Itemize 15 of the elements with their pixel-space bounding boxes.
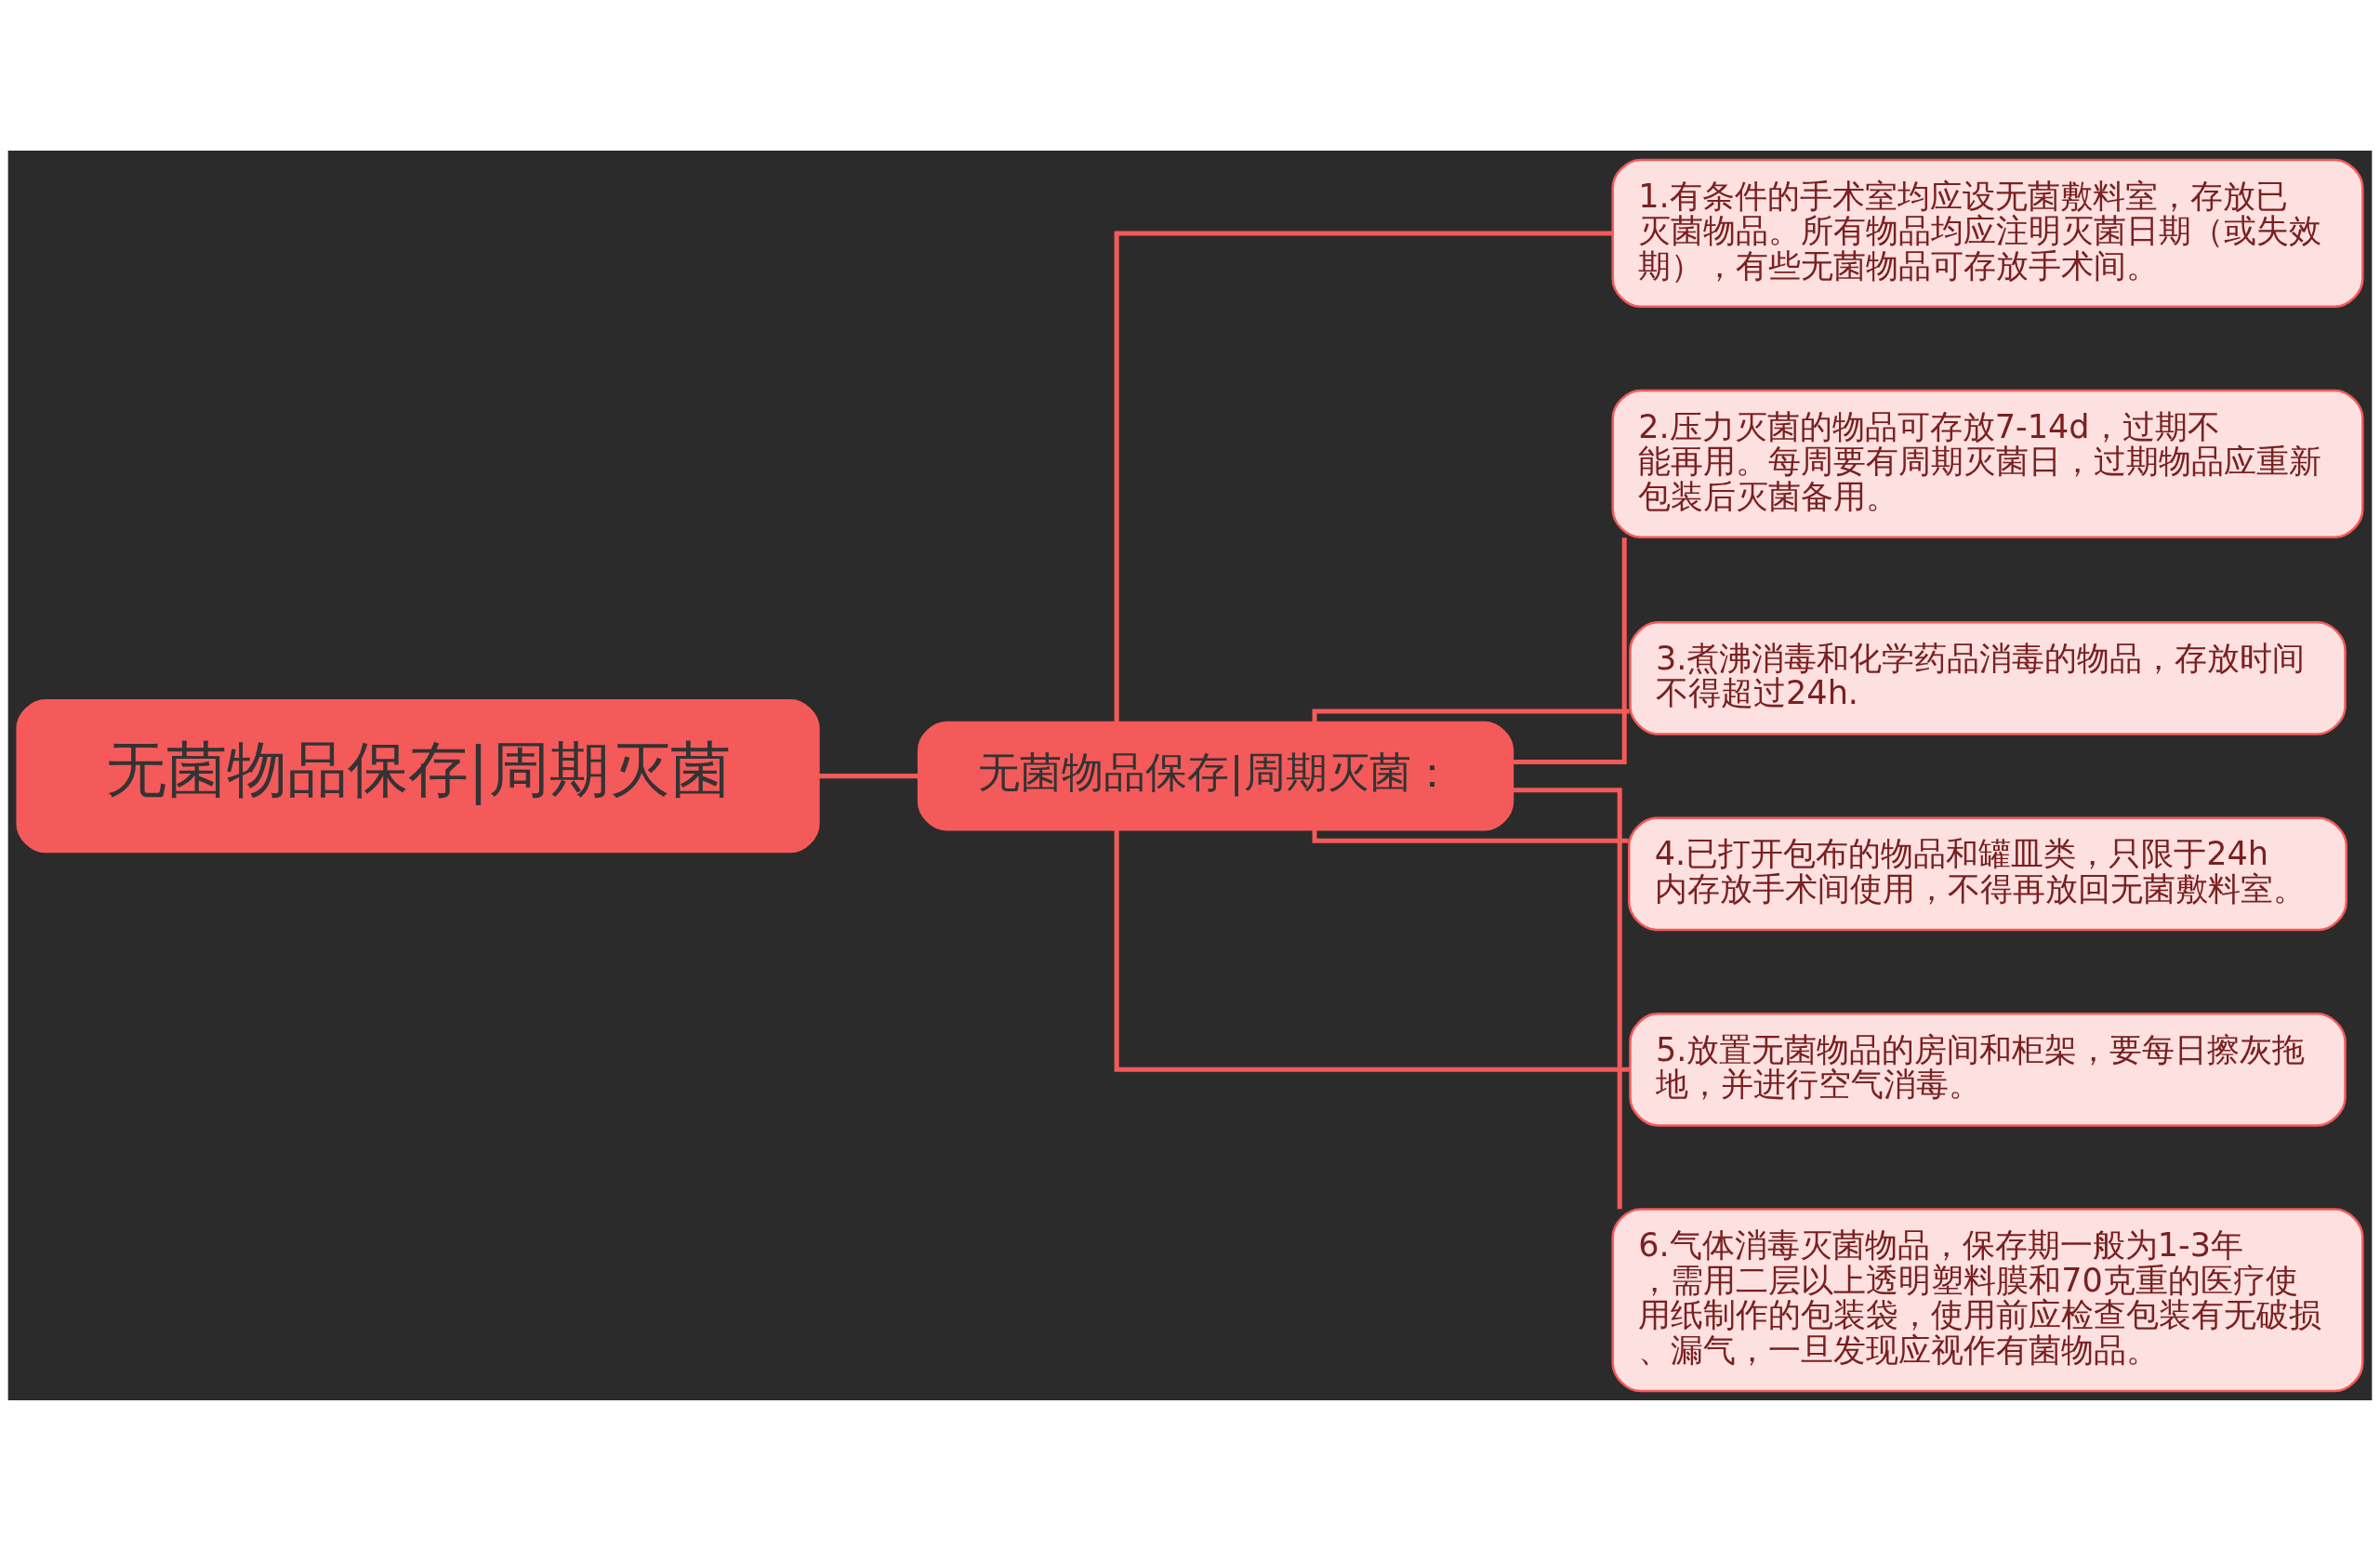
node-box: 无菌物品保存|周期灭菌: [16, 698, 820, 853]
node-box: 3.煮沸消毒和化学药品消毒的物品，存放时间不得超过24h.: [1629, 620, 2347, 735]
connector: [1312, 829, 1629, 843]
connector: [1114, 829, 1630, 1072]
node-box: 1.有条件的手术室均应设无菌敷料室，存放已灭菌物品。所有物品均应注明灭菌日期（或失效期），有些无菌物品可存放手术间。: [1611, 158, 2364, 308]
connector: [1114, 230, 1613, 722]
connector: [1312, 709, 1630, 722]
connector: [1514, 787, 1622, 1209]
node-box: 4.已打开包布的物品和罐皿类，只限于24h内存放手术间使用，不得再放回无菌敷料室。: [1627, 815, 2348, 931]
node-box: 6.气体消毒灭菌物品，保存期一般为1-3年，需用二层以上透明塑料膜和70克重的医疗使用纸制作的包装袋，使用前应检查包装有无破损、漏气，一旦发现应视作有菌物品。: [1611, 1207, 2364, 1392]
connector: [818, 773, 919, 778]
node-box: 无菌物品保存|周期灭菌：: [917, 721, 1514, 830]
node-box: 5.放置无菌物品的房间和柜架，要每日擦灰拖地，并进行空气消毒。: [1629, 1012, 2347, 1127]
node-box: 2.压力灭菌的物品可存放7-14d，过期不能再用。每周要有周期灭菌日，过期物品应重新包装后灭菌备用。: [1611, 389, 2364, 538]
connector: [1513, 537, 1627, 764]
